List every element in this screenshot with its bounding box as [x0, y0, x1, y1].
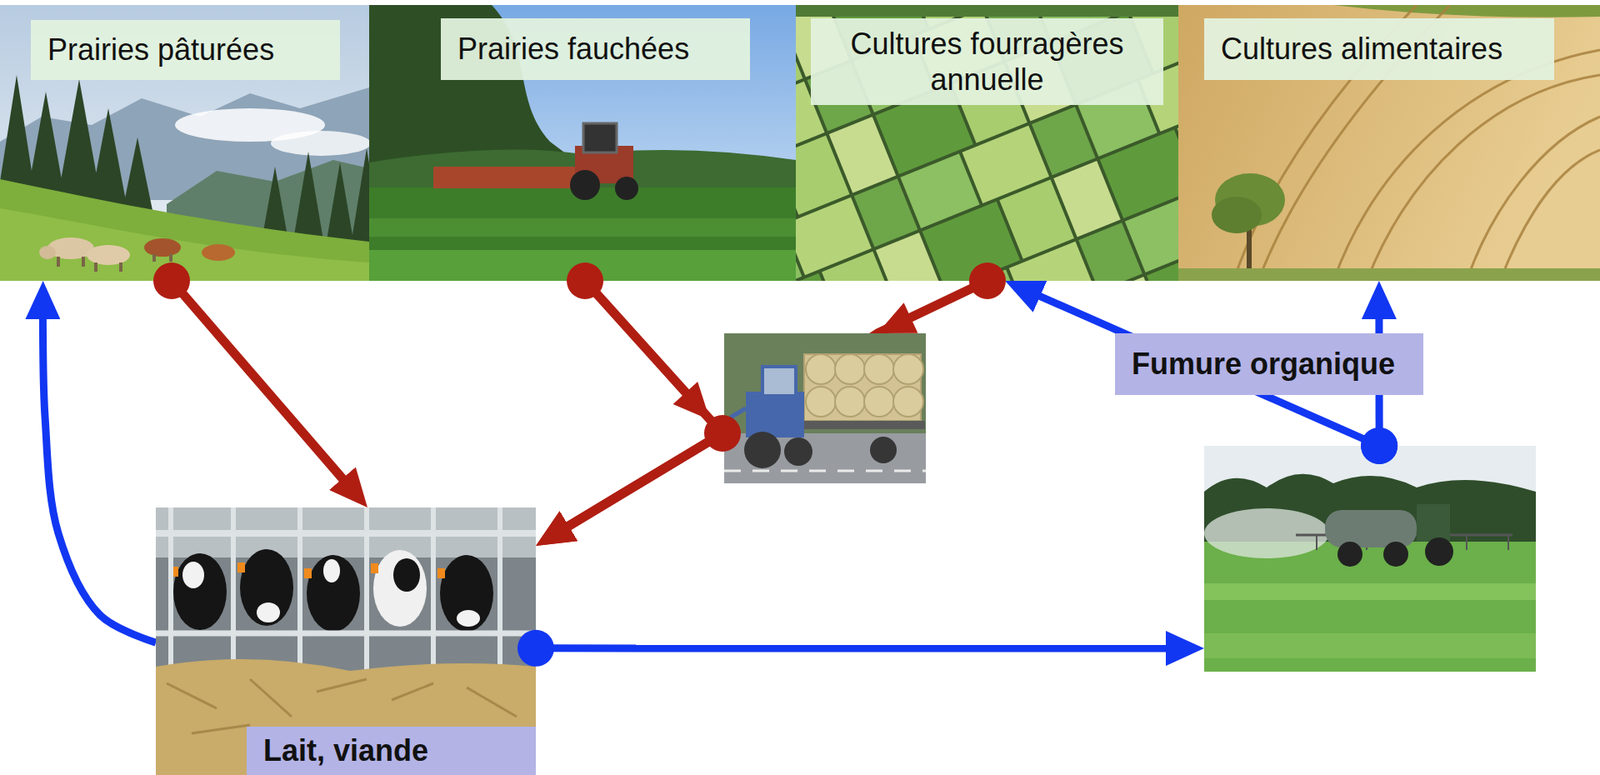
- flow-arrow: [171, 280, 351, 489]
- field-patchwork-photo-part: [795, 5, 1179, 281]
- manure-spreader-photo-part: [1204, 633, 1536, 659]
- tractor-junction: [673, 302, 919, 452]
- mowing-photo: [369, 5, 796, 281]
- cow-heads-part: [173, 553, 227, 630]
- node-label: Cultures alimentaires: [1220, 30, 1503, 67]
- cow-heads-part: [456, 610, 480, 627]
- wheat-photo-part: [1211, 196, 1262, 234]
- wheat-photo-part: [1333, 5, 1600, 18]
- barn-cows-photo-part: [155, 659, 536, 775]
- cow-heads-part: [182, 561, 205, 589]
- cow-heads-part: [256, 602, 280, 623]
- ear-tags-part: [237, 562, 245, 573]
- flow-origin-dot: [566, 262, 604, 300]
- mowing-photo-part: [369, 5, 796, 200]
- wheat-tracks-part: [1366, 75, 1600, 281]
- label-box: Lait, viande: [246, 726, 536, 775]
- food-crop-panel: Cultures alimentaires: [1178, 5, 1600, 281]
- hay-tractor-photo-part: [724, 333, 926, 484]
- label-box: Prairies fauchées: [440, 18, 750, 80]
- mowing-photo-part: [433, 166, 584, 189]
- wheat-tracks-part: [1333, 50, 1600, 281]
- manure-spreader-photo-part: [1416, 504, 1450, 542]
- mowing-photo-part: [570, 170, 600, 200]
- barn-bars-part: [155, 630, 536, 637]
- field-patchwork-photo: [795, 5, 1179, 281]
- cow-heads: [173, 549, 494, 632]
- wheat-tracks-part: [1466, 116, 1600, 281]
- mowing-photo-part: [583, 123, 617, 153]
- pasture-photo-part: [39, 245, 56, 260]
- node-label: Lait, viande: [263, 732, 429, 769]
- flow-origin-dot: [1360, 427, 1398, 465]
- manure-spreader-photo-part: [1204, 583, 1536, 600]
- cow-heads-part: [393, 558, 420, 592]
- flow-arrow: [535, 644, 1180, 652]
- wheat-photo: [1178, 5, 1600, 281]
- ear-tags-part: [370, 563, 379, 574]
- wheat-tracks-part: [1500, 150, 1600, 281]
- barn-cows-photo-part: [155, 507, 536, 775]
- node-label: Cultures fourragères annuelle: [827, 25, 1147, 98]
- node-label: Prairies pâturées: [47, 31, 275, 68]
- cow-heads-part: [373, 550, 427, 627]
- flow-origin-dot: [969, 262, 1006, 300]
- node-label: Prairies fauchées: [457, 30, 690, 67]
- pasture-photo-part: [58, 254, 171, 272]
- cow-heads-part: [306, 555, 360, 632]
- pasture-photo-part: [201, 244, 235, 261]
- pasture-photo: [0, 5, 370, 281]
- pasture-panel: Prairies pâturées: [0, 5, 370, 281]
- forage-panel: Cultures fourragères annuelle: [795, 5, 1179, 281]
- ear-tags-part: [437, 568, 445, 579]
- wheat-photo-part: [1178, 5, 1600, 281]
- barn-cows-photo: [155, 507, 536, 775]
- cow-heads-part: [440, 555, 494, 632]
- manure-spreader-photo-part: [1337, 541, 1363, 567]
- manure-spreader-photo-part: [1204, 508, 1330, 559]
- node-label: Fumure organique: [1131, 345, 1395, 382]
- flow-arrow: [557, 280, 988, 533]
- manure-node: Fumure organique: [1204, 445, 1536, 672]
- manure-spreader-photo-part: [1383, 541, 1409, 567]
- pasture-photo-part: [0, 179, 370, 281]
- pasture-photo-part: [86, 245, 130, 265]
- manure-spreader-photo-part: [1325, 510, 1417, 548]
- mowing-photo-part: [369, 5, 796, 281]
- livestock-node: Lait, viande: [155, 507, 536, 775]
- flow-arrow: [42, 305, 156, 643]
- mowing-photo-part: [615, 176, 639, 200]
- barn-cows-photo-part: [155, 507, 536, 558]
- manure-spreader-photo-part: [1204, 445, 1536, 672]
- pasture-photo-part: [144, 238, 181, 257]
- mowing-photo-part: [369, 218, 796, 237]
- tractor-junction-part: [704, 415, 741, 452]
- cow-heads-part: [323, 559, 340, 583]
- ear-tags-part: [304, 568, 312, 579]
- label-box: Fumure organique: [1115, 333, 1424, 395]
- flow-origin-dot: [517, 630, 555, 667]
- ear-tags: [170, 562, 445, 579]
- flow-origin-dot: [1360, 427, 1398, 465]
- label-box: Cultures alimentaires: [1204, 18, 1555, 80]
- mowing-panel: Prairies fauchées: [369, 5, 796, 281]
- manure-spreader-photo-part: [1204, 541, 1536, 672]
- flow-arrow: [557, 280, 723, 533]
- field-patchwork-photo-part: [795, 5, 1179, 17]
- cow-heads-part: [240, 549, 294, 626]
- pasture-photo-part: [270, 130, 370, 156]
- hay-tractor-photo-part: [724, 333, 926, 484]
- manure-spreader-photo: [1204, 445, 1536, 672]
- tractor-junction-part: [673, 381, 710, 420]
- hay-tractor-photo: [724, 333, 926, 484]
- manure-spreader-photo-part: [1425, 537, 1454, 566]
- label-box: Cultures fourragères annuelle: [810, 18, 1164, 105]
- flow-origin-dot: [153, 262, 190, 300]
- wheat-photo-part: [1178, 268, 1600, 281]
- barn-bars-part: [155, 530, 536, 537]
- label-box: Prairies pâturées: [30, 20, 340, 80]
- tractor-junction-part: [877, 302, 918, 334]
